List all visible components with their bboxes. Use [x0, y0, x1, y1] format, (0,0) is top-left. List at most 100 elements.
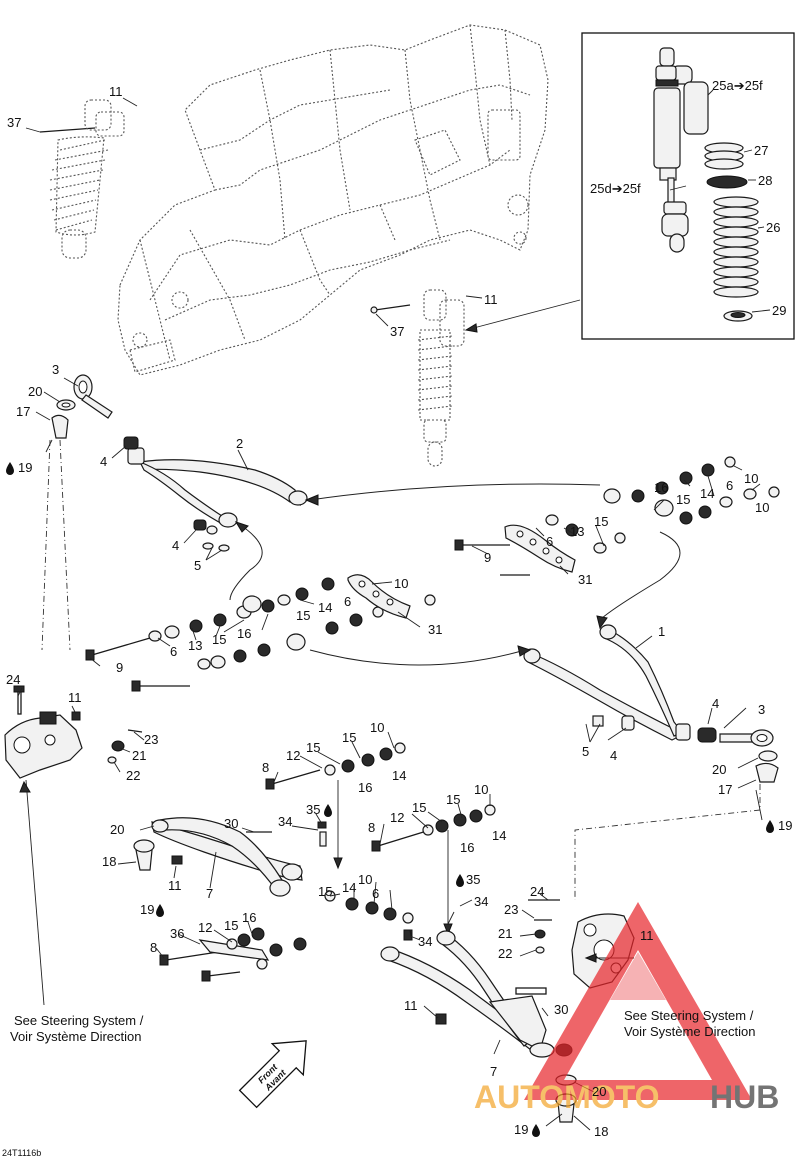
callout-26: 26	[766, 220, 780, 235]
callout-21: 21	[498, 926, 512, 941]
callout-15: 15	[676, 492, 690, 507]
callout-20: 20	[592, 1084, 606, 1099]
upper-a-arm-right	[523, 624, 691, 741]
callout-14: 14	[342, 880, 356, 895]
callout-34: 34	[418, 934, 432, 949]
automotohub-watermark: AUTOMOTO HUB	[474, 902, 779, 1115]
hardware-row-upper-left	[85, 574, 436, 692]
callout-15: 15	[224, 918, 238, 933]
callout-14: 14	[392, 768, 406, 783]
hardware-row-upper-right	[454, 456, 780, 576]
callout-13: 13	[570, 524, 584, 539]
callout-22: 22	[498, 946, 512, 961]
knuckle-left	[4, 685, 143, 1006]
callout-19: 19	[514, 1122, 528, 1137]
steering-note-right-line1: See Steering System /	[624, 1008, 754, 1023]
callout-20: 20	[712, 762, 726, 777]
spring-adjuster-ring	[706, 175, 748, 189]
callout-11: 11	[109, 84, 123, 99]
steering-link-left	[41, 439, 71, 651]
callout-23: 23	[144, 732, 158, 747]
ball-joint-upper-left	[51, 374, 139, 450]
callout-21: 21	[132, 748, 146, 763]
callout-19: 19	[140, 902, 154, 917]
callout-5: 5	[194, 558, 201, 573]
callout-2: 2	[236, 436, 243, 451]
callout-29: 29	[772, 303, 786, 318]
grease-drop-icon	[456, 874, 464, 887]
callout-20: 20	[28, 384, 42, 399]
callout-10: 10	[744, 471, 758, 486]
callout-15: 15	[296, 608, 310, 623]
callout-3: 3	[52, 362, 59, 377]
callout-labels: 11 37 11 37 25a➔25f 27 28 25d➔25f 26 29 …	[6, 78, 792, 1139]
steering-note-left: See Steering System / Voir Système Direc…	[10, 1013, 144, 1044]
callout-18: 18	[102, 854, 116, 869]
spring-main	[713, 196, 759, 298]
callout-7: 7	[206, 886, 213, 901]
callout-8: 8	[368, 820, 375, 835]
callout-18: 18	[594, 1124, 608, 1139]
callout-12: 12	[286, 748, 300, 763]
callout-19: 19	[18, 460, 32, 475]
callout-37: 37	[7, 115, 21, 130]
callout-31: 31	[428, 622, 442, 637]
callout-5: 5	[582, 744, 589, 759]
callout-16: 16	[358, 780, 372, 795]
callout-3: 3	[758, 702, 765, 717]
callout-14: 14	[492, 828, 506, 843]
callout-34: 34	[278, 814, 292, 829]
callout-6: 6	[726, 478, 733, 493]
callout-15: 15	[306, 740, 320, 755]
shock-absorber-center	[370, 289, 465, 467]
leader-lines	[17, 97, 763, 1131]
callout-22: 22	[126, 768, 140, 783]
grease-drop-icon	[156, 904, 164, 917]
callout-15: 15	[212, 632, 226, 647]
callout-6: 6	[170, 644, 177, 659]
callout-31: 31	[578, 572, 592, 587]
spring-small	[704, 142, 744, 170]
callout-35: 35	[466, 872, 480, 887]
inset-pointer-arrow	[465, 299, 581, 331]
callout-25a-25f: 25a➔25f	[712, 78, 763, 93]
upper-a-arm-left	[127, 447, 308, 528]
callout-16: 16	[654, 480, 668, 495]
callout-12: 12	[390, 810, 404, 825]
shock-detail-inset	[581, 32, 795, 340]
callout-15: 15	[318, 884, 332, 899]
callout-11: 11	[168, 878, 182, 893]
callout-36: 36	[170, 926, 184, 941]
callout-11: 11	[68, 690, 82, 705]
callout-11: 11	[484, 292, 498, 307]
callout-24: 24	[530, 884, 544, 899]
watermark-text-automoto: AUTOMOTO	[474, 1079, 659, 1115]
lower-a-arm-right	[380, 929, 573, 1058]
callout-13: 13	[188, 638, 202, 653]
callout-30: 30	[224, 816, 238, 831]
callout-28: 28	[758, 173, 772, 188]
grease-drop-icon	[324, 804, 332, 817]
callout-14: 14	[700, 486, 714, 501]
callout-4: 4	[100, 454, 107, 469]
callout-10: 10	[358, 872, 372, 887]
callout-17: 17	[718, 782, 732, 797]
callout-37: 37	[390, 324, 404, 339]
callout-15: 15	[342, 730, 356, 745]
callout-9: 9	[484, 550, 491, 565]
steering-note-right: See Steering System / Voir Système Direc…	[624, 1008, 756, 1039]
callout-15: 15	[594, 514, 608, 529]
callout-1: 1	[658, 624, 665, 639]
callout-16: 16	[460, 840, 474, 855]
callout-34: 34	[474, 894, 488, 909]
callout-12: 12	[198, 920, 212, 935]
vehicle-frame	[117, 24, 549, 376]
callout-8: 8	[150, 940, 157, 955]
callout-19: 19	[778, 818, 792, 833]
callout-17: 17	[16, 404, 30, 419]
front-direction-arrow: Front Avant	[238, 1040, 307, 1109]
watermark-text-hub: HUB	[710, 1079, 779, 1115]
bushing-parts-left	[193, 519, 230, 552]
grease-drop-icon	[532, 1124, 540, 1137]
callout-10: 10	[755, 500, 769, 515]
